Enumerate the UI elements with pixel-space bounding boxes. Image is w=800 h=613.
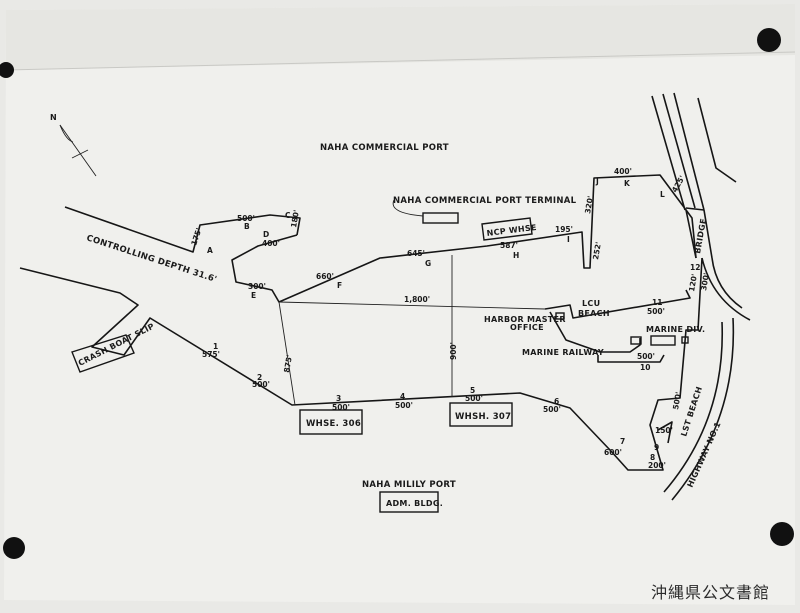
label-beach: BEACH xyxy=(578,309,610,318)
dim-500-ab: 500' xyxy=(237,214,255,223)
point-h: H xyxy=(513,251,519,260)
pin-top-left xyxy=(0,62,14,78)
point-1: 1 xyxy=(213,342,218,351)
label-terminal: NAHA COMMERCIAL PORT TERMINAL xyxy=(393,196,577,206)
dim-500-5: 500' xyxy=(465,394,483,403)
pin-bottom-left xyxy=(3,537,25,559)
point-l: L xyxy=(660,190,665,199)
whse-306-box xyxy=(299,409,363,435)
bridge-structure xyxy=(685,209,713,259)
dim-500-4: 500' xyxy=(395,401,413,410)
dim-195: 195' xyxy=(555,225,573,234)
north-arrow: N xyxy=(50,113,97,177)
dim-575: 575' xyxy=(202,350,220,359)
point-8: 8 xyxy=(650,453,655,462)
dim-500-11: 500' xyxy=(647,307,665,316)
dim-200: 200' xyxy=(648,461,666,470)
marine-div-building xyxy=(650,335,676,346)
point-c: C xyxy=(285,211,291,220)
railway-building xyxy=(630,336,642,345)
channel-south-edge xyxy=(19,257,703,471)
whsh-307-box xyxy=(449,402,513,427)
railway-tracks xyxy=(651,92,737,211)
label-marine-railway: MARINE RAILWAY xyxy=(522,348,604,357)
dim-150: 150' xyxy=(655,426,673,435)
point-d: D xyxy=(263,230,269,239)
dim-252: 252' xyxy=(591,241,603,260)
dim-500-lst: 500' xyxy=(671,391,683,410)
label-whsh-307: WHSH. 307 xyxy=(455,412,511,422)
highway-no1 xyxy=(663,257,751,501)
marine-div-small-bldg xyxy=(681,336,689,344)
marine-div-edge xyxy=(597,354,665,363)
point-j: J xyxy=(595,177,599,186)
terminal-leader xyxy=(392,199,424,217)
point-b: B xyxy=(244,222,250,231)
point-i: I xyxy=(567,235,570,244)
dim-500-6: 500' xyxy=(543,405,561,414)
archive-watermark: 沖縄県公文書館 xyxy=(650,583,770,602)
label-marine-div: MARINE DIV. xyxy=(646,325,705,334)
pin-top-right xyxy=(757,28,781,52)
dim-900: 900' xyxy=(449,342,458,360)
label-office: OFFICE xyxy=(510,323,544,332)
lst-beach-edge xyxy=(657,421,673,444)
pin-bottom-right xyxy=(770,522,794,546)
point-9: 9 xyxy=(654,443,659,452)
point-11: 11 xyxy=(652,298,662,307)
label-whse-306: WHSE. 306 xyxy=(306,419,361,429)
paper-sheet xyxy=(4,4,795,605)
dim-120: 120' xyxy=(687,273,699,292)
label-naha-commercial-port: NAHA COMMERCIAL PORT xyxy=(320,143,449,153)
dim-587: 587' xyxy=(500,241,518,250)
dim-500-3: 500' xyxy=(332,403,350,412)
label-lcu: LCU xyxy=(582,299,600,308)
dim-1800: 1,800' xyxy=(404,295,430,304)
ncp-whse-box xyxy=(481,217,533,241)
point-7: 7 xyxy=(620,437,625,446)
dim-400-de: 400' xyxy=(262,239,280,248)
ncp-terminal-building xyxy=(422,212,459,224)
crash-boat-slip xyxy=(71,334,135,373)
dim-180: 180' xyxy=(289,209,301,228)
north-basin-edge xyxy=(231,174,697,303)
dim-645: 645' xyxy=(407,249,425,258)
lcu-beach-edge xyxy=(544,289,691,319)
dim-660: 660' xyxy=(316,272,334,281)
harbor-master-office-marker xyxy=(555,312,565,320)
point-f: F xyxy=(337,281,342,290)
dim-500-10: 500' xyxy=(637,352,655,361)
point-e: E xyxy=(251,291,256,300)
dim-600: 600' xyxy=(604,448,622,457)
dim-300-bridge: 300' xyxy=(699,272,711,291)
dim-line-875 xyxy=(278,301,296,406)
point-12: 12 xyxy=(690,263,700,272)
dim-320: 320' xyxy=(583,195,595,214)
north-label: N xyxy=(50,113,57,122)
dim-300-e: 300' xyxy=(248,282,266,291)
channel-north-edge xyxy=(64,206,301,253)
point-10: 10 xyxy=(640,363,650,372)
point-6: 6 xyxy=(554,397,559,406)
point-g: G xyxy=(425,259,431,268)
dim-line-1800 xyxy=(278,301,546,310)
dim-875: 875' xyxy=(282,354,294,373)
paper-top-fold xyxy=(6,4,795,70)
dim-500-2: 500' xyxy=(252,380,270,389)
point-5: 5 xyxy=(470,386,475,395)
point-a: A xyxy=(207,246,213,255)
point-3: 3 xyxy=(336,394,341,403)
label-adm-bldg: ADM. BLDG. xyxy=(386,499,443,508)
fold-crease xyxy=(5,51,796,71)
dim-400-k: 400' xyxy=(614,167,632,176)
adm-bldg-box xyxy=(379,491,439,513)
label-harbor-master: HARBOR MASTER xyxy=(484,315,566,324)
point-k: K xyxy=(624,179,631,188)
point-4: 4 xyxy=(400,392,405,401)
label-naha-military-port: NAHA MILILY PORT xyxy=(362,480,456,490)
point-2: 2 xyxy=(257,373,262,382)
